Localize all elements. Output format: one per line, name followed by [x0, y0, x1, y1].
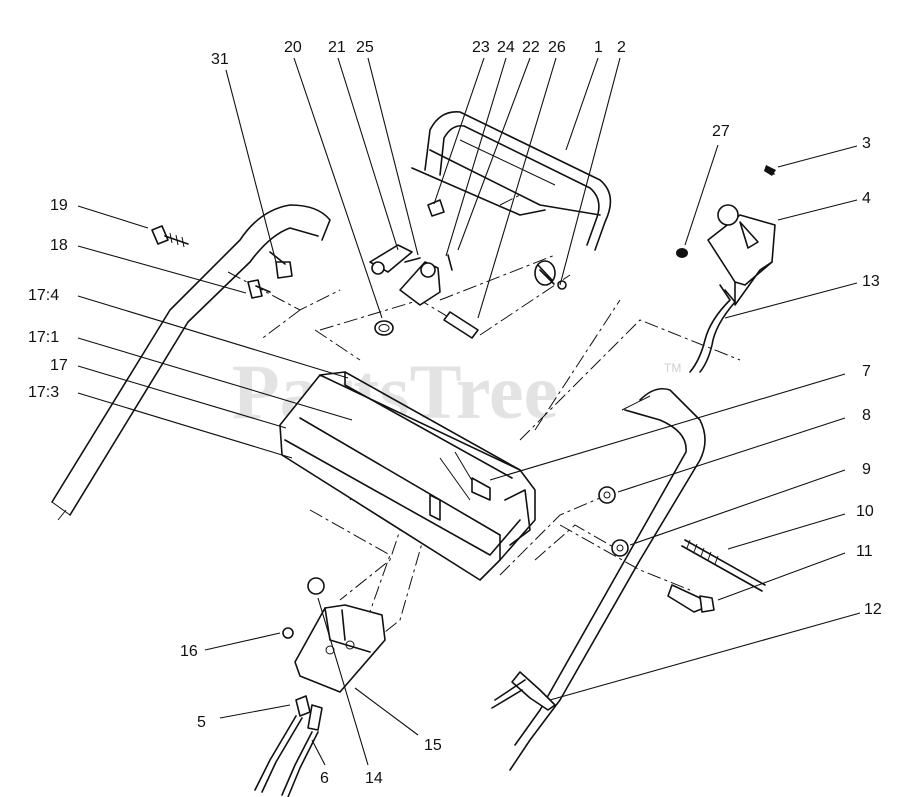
callout-25: 25: [356, 39, 374, 56]
callout-23: 23: [472, 39, 490, 56]
callout-2: 2: [617, 39, 626, 56]
main-housing-17: [279, 371, 536, 581]
nut-16: [282, 627, 294, 639]
callout-11: 11: [856, 543, 873, 560]
small-parts-22-26: [427, 199, 567, 339]
callout-22: 22: [522, 39, 540, 56]
callout-6: 6: [320, 770, 329, 787]
nut-14: [307, 577, 325, 595]
left-handle: [51, 204, 331, 521]
bracket-15: [294, 604, 386, 693]
callout-21: 21: [328, 39, 346, 56]
callout-26: 26: [548, 39, 566, 56]
callout-9: 9: [862, 461, 871, 478]
threaded-rod-10: [681, 539, 766, 592]
callout-1: 1: [594, 39, 603, 56]
callout-7: 7: [862, 363, 871, 380]
callout-13: 13: [862, 273, 880, 290]
callout-12: 12: [864, 601, 882, 618]
callout-16: 16: [180, 643, 198, 660]
washers-8-9: [598, 486, 629, 557]
callout-15: 15: [424, 737, 442, 754]
right-handle: [509, 387, 706, 771]
leader-lines: [77, 57, 861, 766]
control-lever-assembly: [369, 244, 441, 336]
callout-5: 5: [197, 714, 206, 731]
callout-31: 31: [211, 51, 229, 68]
callout-17-3: 17:3: [28, 384, 59, 401]
bolt-11: [667, 584, 715, 613]
callout-8: 8: [862, 407, 871, 424]
callout-4: 4: [862, 190, 871, 207]
callout-3: 3: [862, 135, 871, 152]
cables-5-6: [254, 695, 323, 797]
callout-20: 20: [284, 39, 302, 56]
watermark-trademark: TM: [664, 361, 681, 375]
callout-19: 19: [50, 197, 68, 214]
callout-17-4: 17:4: [28, 287, 59, 304]
switch-box-4: [689, 165, 776, 373]
small-nut-27: [676, 248, 688, 258]
callout-10: 10: [856, 503, 874, 520]
cable-guide-12: [491, 671, 556, 711]
bolt-18: [247, 279, 271, 299]
bolt-19: [151, 225, 189, 248]
callout-24: 24: [497, 39, 515, 56]
callout-17: 17: [50, 357, 68, 374]
callout-27: 27: [712, 123, 730, 140]
callout-labels: 31 20 21 25 23 24 22 26 1 2 27 3 4 13 19…: [28, 39, 882, 787]
callout-17-1: 17:1: [28, 329, 59, 346]
callout-18: 18: [50, 237, 68, 254]
bolt-31: [269, 251, 293, 279]
callout-14: 14: [365, 770, 383, 787]
